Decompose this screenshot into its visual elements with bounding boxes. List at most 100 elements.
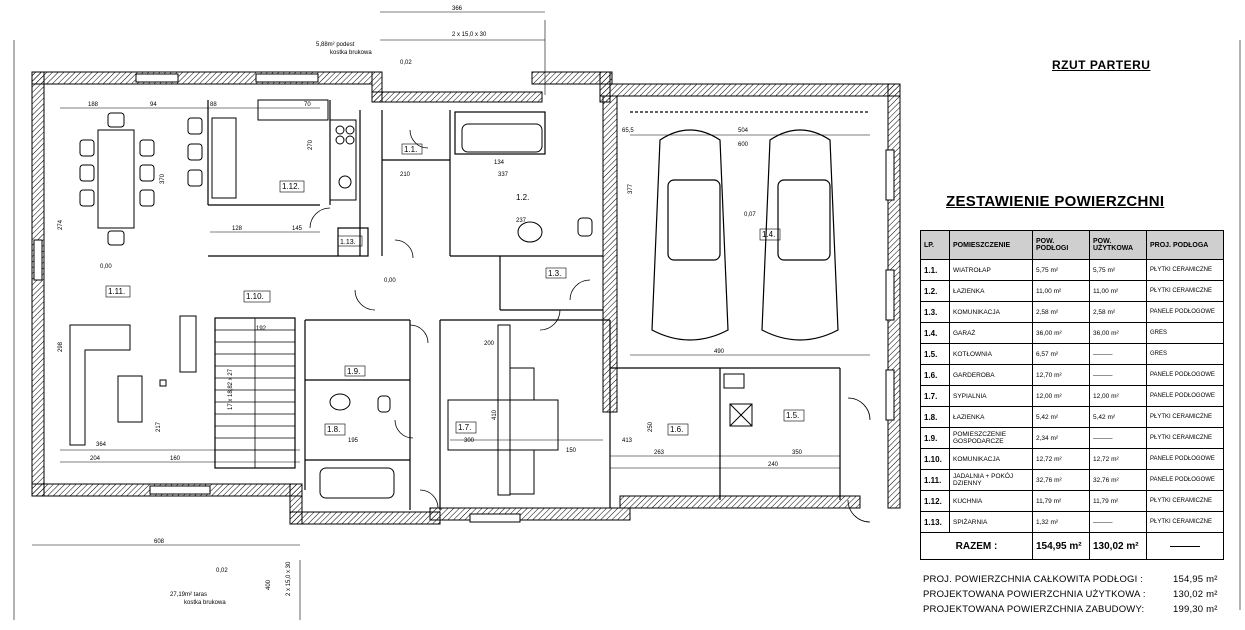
room-label-1-12: 1.12. — [282, 182, 300, 191]
summary-label: PROJ. POWIERZCHNIA CAŁKOWITA PODŁOGI : — [923, 574, 1144, 585]
level-terrace-bottom: 0,02 — [216, 568, 228, 574]
dim-608: 608 — [154, 539, 165, 545]
header-usable-area: POW. UŻYTKOWA — [1089, 230, 1147, 260]
dim-134: 134 — [494, 160, 505, 166]
room-floor-type: PŁYTKI CERAMICZNE — [1146, 280, 1224, 302]
room-floor-type: PANELE PODŁOGOWE — [1146, 364, 1224, 386]
room-label-1-3: 1.3. — [548, 269, 561, 278]
dim-600: 600 — [738, 142, 749, 148]
room-lp: 1.1. — [920, 259, 950, 281]
room-label-1-5: 1.5. — [786, 411, 799, 420]
room-label-1-8: 1.8. — [327, 425, 340, 434]
room-floor-type: GRES — [1146, 343, 1224, 365]
dim-274: 274 — [58, 219, 64, 230]
room-name: KUCHNIA — [949, 490, 1033, 512]
dim-377: 377 — [628, 183, 634, 194]
garage-cars — [630, 111, 870, 341]
dim-237: 237 — [516, 218, 527, 224]
room-floor-area: 5,42 m² — [1032, 406, 1090, 428]
room-lp: 1.8. — [920, 406, 950, 428]
room-lp: 1.9. — [920, 427, 950, 449]
summary-label: PROJEKTOWANA POWIERZCHNIA ZABUDOWY: — [923, 604, 1145, 615]
dim-195: 195 — [348, 438, 359, 444]
room-label-1-4: 1.4. — [762, 230, 775, 239]
dim-188: 188 — [88, 102, 99, 108]
total-label: RAZEM : — [920, 532, 1033, 560]
room-name: KOMUNIKACJA — [949, 448, 1033, 470]
room-floor-type: PŁYTKI CERAMICZNE — [1146, 490, 1224, 512]
dim-217: 217 — [156, 421, 162, 432]
dim-145: 145 — [292, 226, 303, 232]
summary-usable: PROJEKTOWANA POWIERZCHNIA UŻYTKOWA : 130… — [923, 589, 1217, 600]
room-lp: 1.6. — [920, 364, 950, 386]
room-lp: 1.12. — [920, 490, 950, 512]
room-label-1-7: 1.7. — [458, 423, 471, 432]
room-label-1-6: 1.6. — [670, 425, 683, 434]
room-floor-area: 36,00 m² — [1032, 322, 1090, 344]
dim-204: 204 — [90, 456, 101, 462]
dim-250: 250 — [648, 421, 654, 432]
room-usable-area: 36,00 m² — [1089, 322, 1147, 344]
plan-notes: 5,88m² podest kostka brukowa 2 x 15,0 x … — [100, 32, 756, 606]
sanitary-fixtures — [319, 123, 593, 499]
summary-total-floor: PROJ. POWIERZCHNIA CAŁKOWITA PODŁOGI : 1… — [923, 574, 1217, 585]
dim-298: 298 — [58, 341, 64, 352]
room-usable-area: 12,00 m² — [1089, 385, 1147, 407]
room-floor-type: PANELE PODŁOGOWE — [1146, 385, 1224, 407]
room-name: ŁAZIENKA — [949, 406, 1033, 428]
room-labels: 1.1. 1.2. 1.3. 1.4. 1.5. 1.6. 1.7. 1.8. … — [105, 143, 805, 436]
room-lp: 1.4. — [920, 322, 950, 344]
room-usable-area: ——— — [1089, 364, 1147, 386]
header-floor-type: PROJ. PODŁOGA — [1146, 230, 1224, 260]
dim-94: 94 — [150, 102, 157, 108]
room-name: JADALNIA + POKÓJ DZIENNY — [949, 469, 1033, 491]
door-swings — [309, 129, 871, 523]
total-floor-type: ——— — [1146, 532, 1224, 560]
dim-top-366: 366 — [452, 6, 463, 12]
dim-192: 192 — [256, 326, 267, 332]
room-floor-type: PŁYTKI CERAMICZNE — [1146, 406, 1224, 428]
room-usable-area: ——— — [1089, 511, 1147, 533]
living-furniture — [69, 315, 197, 446]
kitchen-counters — [211, 99, 357, 201]
room-lp: 1.5. — [920, 343, 950, 365]
room-floor-area: 1,32 m² — [1032, 511, 1090, 533]
room-usable-area: 32,76 m² — [1089, 469, 1147, 491]
note-stairs-bottom: 2 x 15,0 x 30 — [286, 561, 292, 596]
room-name: KOTŁOWNIA — [949, 343, 1033, 365]
note-stairs-top: 2 x 15,0 x 30 — [452, 32, 487, 38]
room-label-1-13: 1.13. — [340, 239, 356, 246]
room-floor-type: PŁYTKI CERAMICZNE — [1146, 427, 1224, 449]
dim-350: 350 — [792, 450, 803, 456]
interior-walls — [207, 100, 841, 510]
room-name: GARAŻ — [949, 322, 1033, 344]
room-floor-type: PŁYTKI CERAMICZNE — [1146, 259, 1224, 281]
level-comm: 0,00 — [384, 278, 396, 284]
room-floor-area: 6,57 m² — [1032, 343, 1090, 365]
room-usable-area: 5,75 m² — [1089, 259, 1147, 281]
room-name: WIATROŁAP — [949, 259, 1033, 281]
room-floor-type: PANELE PODŁOGOWE — [1146, 301, 1224, 323]
room-usable-area: 11,00 m² — [1089, 280, 1147, 302]
summary-label: PROJEKTOWANA POWIERZCHNIA UŻYTKOWA : — [923, 589, 1146, 600]
areas-table-title: ZESTAWIENIE POWIERZCHNI — [946, 193, 1165, 210]
room-lp: 1.3. — [920, 301, 950, 323]
room-floor-area: 11,79 m² — [1032, 490, 1090, 512]
room-floor-type: PANELE PODŁOGOWE — [1146, 448, 1224, 470]
dim-200: 200 — [484, 341, 495, 347]
level-living: 0,00 — [100, 264, 112, 270]
room-floor-area: 5,75 m² — [1032, 259, 1090, 281]
room-label-1-11: 1.11. — [108, 287, 125, 296]
room-usable-area: ——— — [1089, 343, 1147, 365]
dim-150: 150 — [566, 448, 577, 454]
